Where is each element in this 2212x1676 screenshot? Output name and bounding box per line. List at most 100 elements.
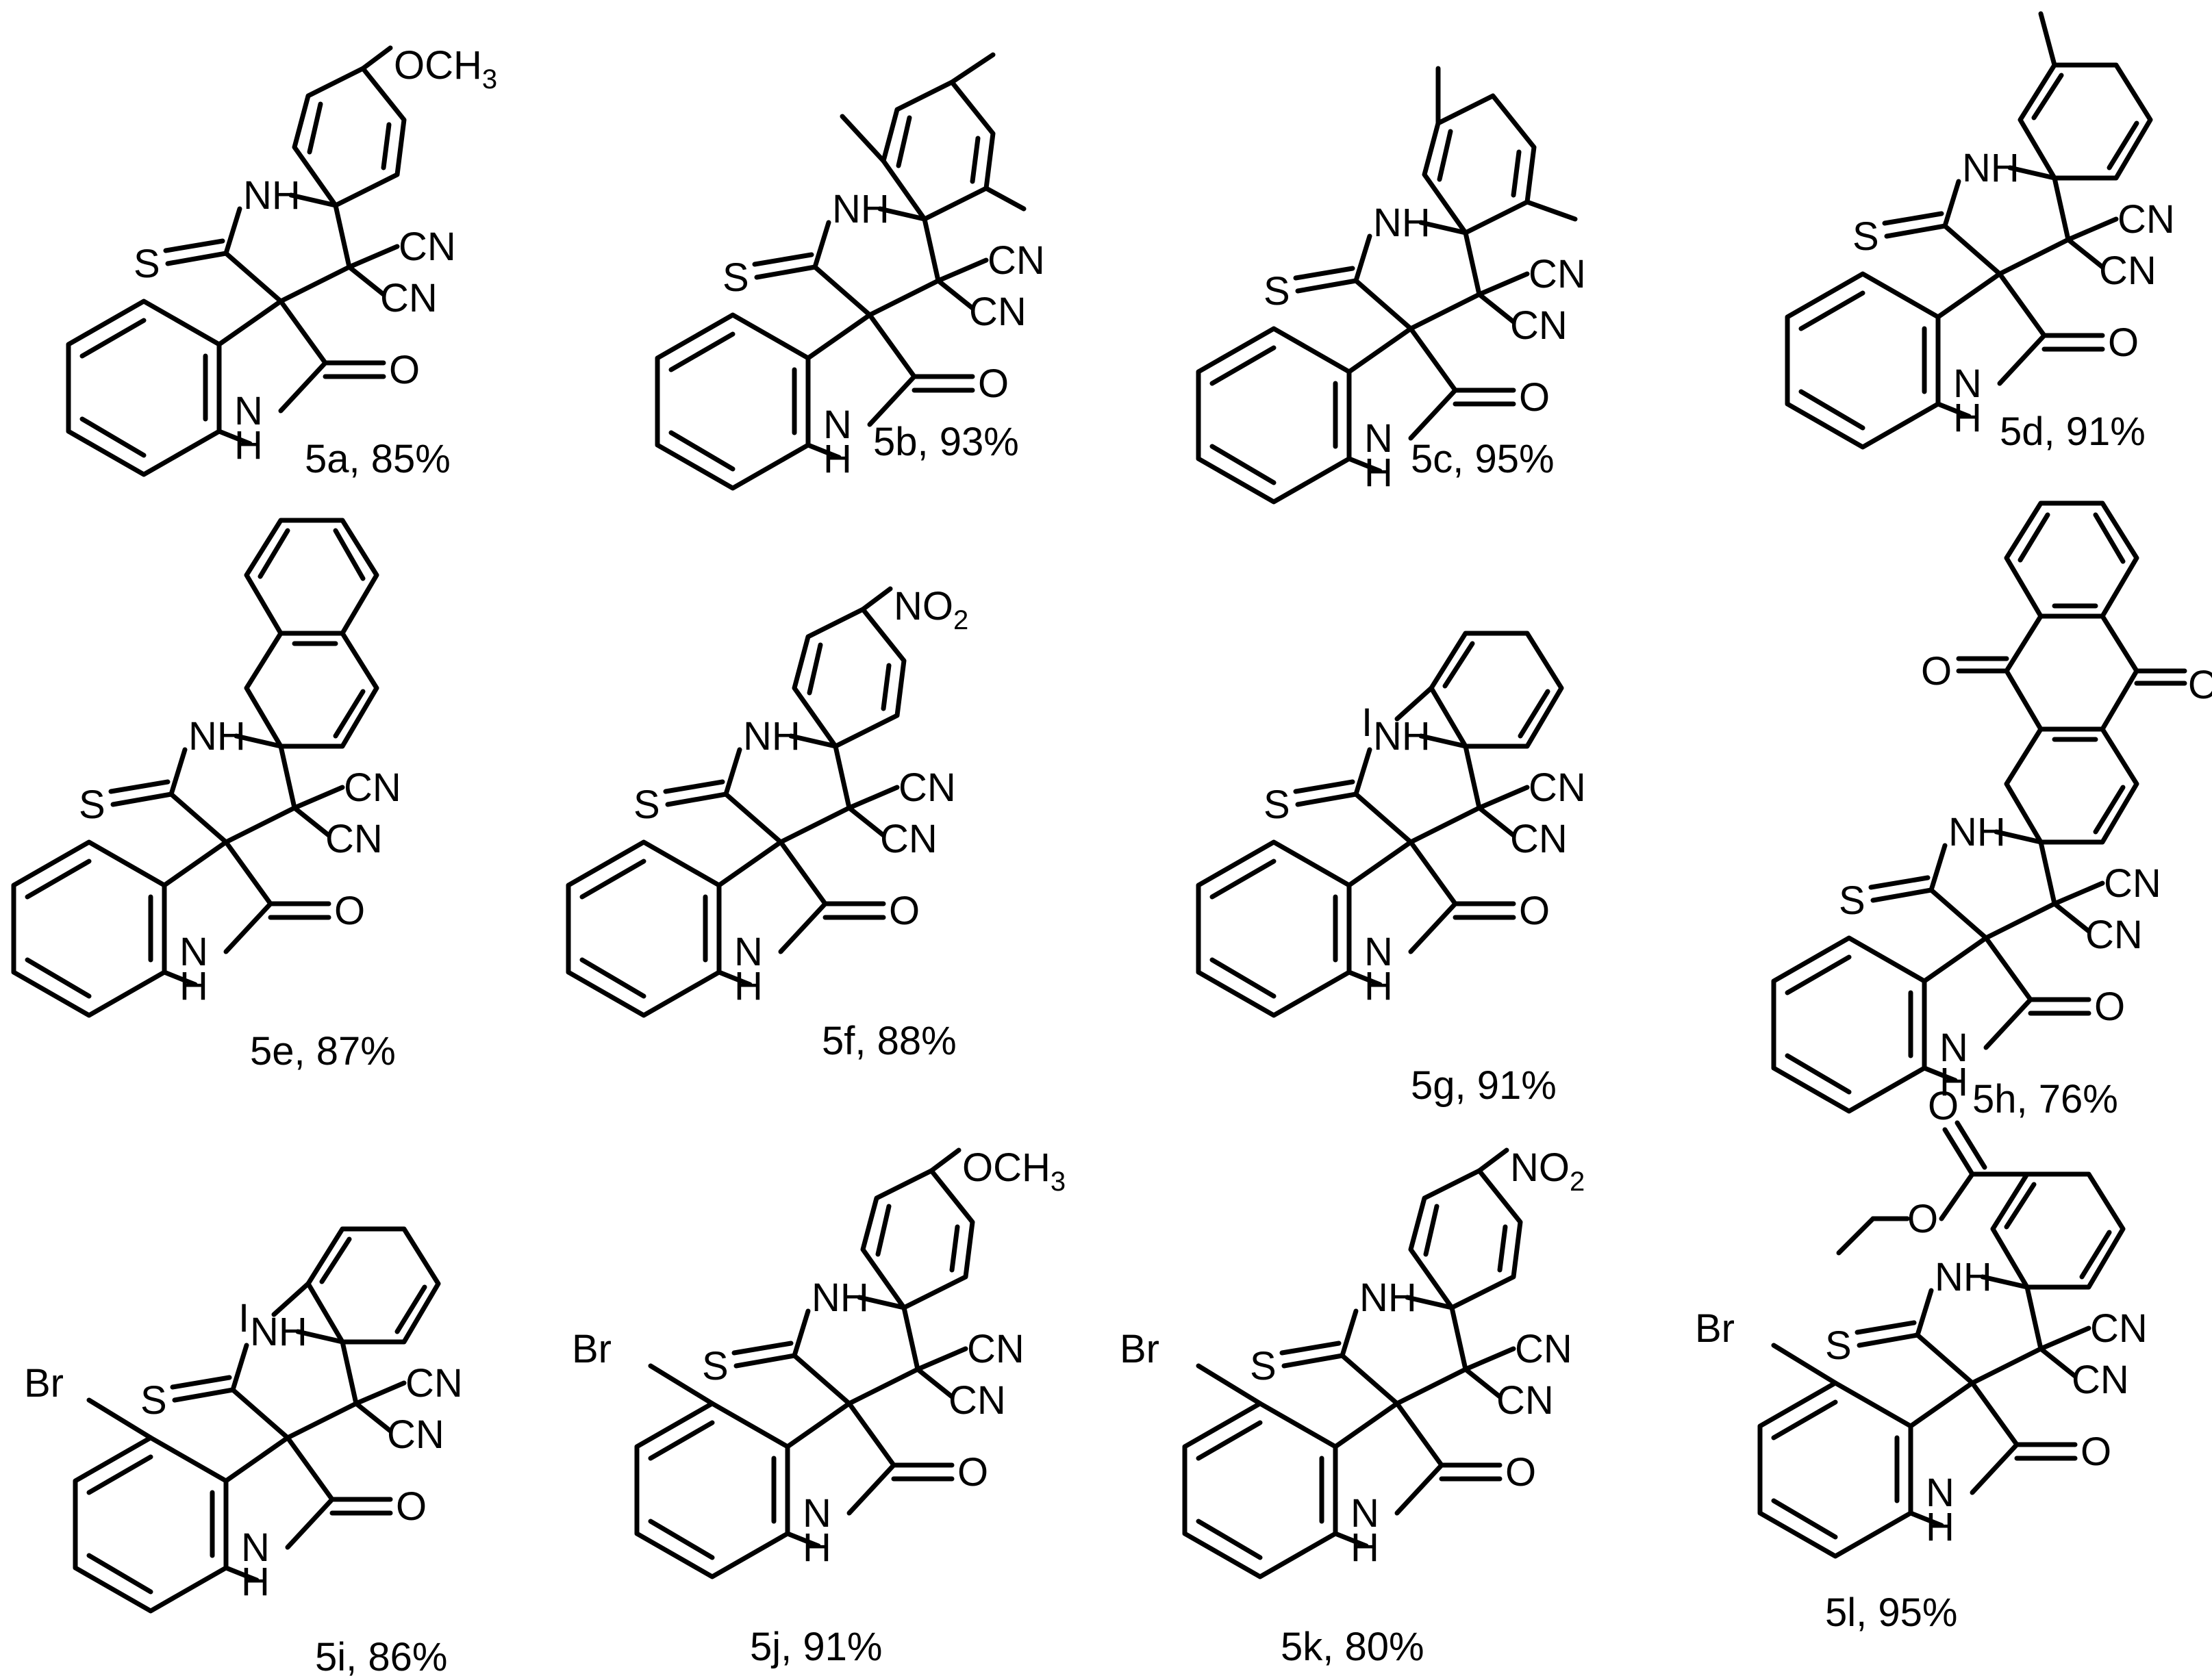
atom-n: N [1364,416,1393,461]
atom-h: H [734,964,763,1008]
atom-o: O [2108,320,2139,365]
atom-o-carbonyl: O [1928,1084,1959,1128]
atom-cn-2: CN [2085,913,2143,957]
compound-5f: NO2 NH S CN CN O N H [568,584,968,1015]
atom-cn-2: CN [380,276,438,320]
atom-s: S [1250,1344,1277,1388]
atom-nh: NH [1948,810,2006,854]
atom-cn-1: CN [1515,1327,1572,1371]
atom-h: H [234,423,263,468]
methoxy-label: OCH3 [962,1145,1066,1197]
atom-cn-1: CN [344,765,401,810]
atom-n: N [241,1525,270,1570]
compound-5d: NH S CN CN O N H [1787,11,2175,447]
atom-n: N [803,1491,831,1536]
atom-nh: NH [1962,146,2020,190]
compound-5k: NO2 Br NH S CN CN O N H [1120,1145,1585,1577]
atom-o-quinone-1: O [1921,649,1952,694]
atom-h: H [823,437,852,481]
atom-br: Br [1695,1306,1735,1351]
atom-o: O [1505,1450,1536,1495]
atom-h: H [1939,1060,1968,1104]
atom-nh: NH [1373,201,1431,245]
caption-5i: 5i, 86% [315,1635,447,1676]
atom-nh: NH [1359,1275,1417,1320]
atom-cn-1: CN [967,1327,1025,1371]
caption-5l: 5l, 95% [1825,1590,1957,1635]
atom-o: O [1519,889,1550,933]
nitro-label: NO2 [894,584,968,635]
atom-nh: NH [1373,714,1431,759]
atom-cn-2: CN [1510,303,1568,348]
compound-5h: O O NH S CN CN O N H [1774,500,2212,1111]
compound-5c: NH S CN CN O N H [1198,66,1586,502]
atom-o: O [957,1450,988,1495]
compound-5i: I Br NH S CN CN O N H [24,1229,463,1611]
atom-o: O [889,889,920,933]
atom-h: H [1350,1525,1379,1570]
atom-o: O [1519,375,1550,420]
compound-5g: I NH S CN CN O N H [1198,633,1586,1015]
atom-br: Br [1120,1327,1159,1371]
atom-h: H [179,964,208,1008]
atom-o: O [396,1484,427,1529]
atom-s: S [1825,1323,1852,1368]
atom-s: S [1264,783,1290,827]
atom-nh: NH [250,1310,307,1354]
atom-cn-2: CN [880,817,938,861]
atom-cn-1: CN [405,1361,463,1406]
atom-cn-2: CN [325,817,383,861]
atom-s: S [134,242,160,286]
compound-5b: NH S CN CN O N H [657,52,1045,488]
atom-nh: NH [1935,1255,1992,1299]
compound-5l: O O Br NH S CN CN O N H [1695,1084,2148,1556]
caption-5c: 5c, 95% [1411,437,1555,481]
atom-i: I [1361,700,1372,745]
atom-cn-2: CN [969,290,1027,334]
caption-5d: 5d, 91% [2000,409,2146,454]
atom-cn-1: CN [988,238,1045,283]
caption-5j: 5j, 91% [750,1625,882,1669]
atom-n: N [179,930,208,974]
atom-n: N [1926,1471,1955,1515]
atom-br: Br [24,1361,64,1406]
atom-n: N [1953,361,1982,406]
methoxy-label: OCH3 [394,43,497,94]
atom-s: S [722,255,749,300]
atom-cn-1: CN [898,765,956,810]
atom-h: H [803,1525,831,1570]
atom-s: S [1264,269,1290,314]
caption-5f: 5f, 88% [822,1019,957,1063]
atom-nh: NH [243,173,301,218]
atom-nh: NH [832,187,890,231]
caption-5e: 5e, 87% [250,1029,396,1074]
atom-s: S [140,1378,167,1423]
atom-br: Br [572,1327,612,1371]
atom-h: H [1364,964,1393,1008]
atom-o: O [2094,985,2125,1029]
atom-cn-1: CN [2104,861,2161,906]
atom-cn-2: CN [1510,817,1568,861]
atom-h: H [1953,396,1982,440]
atom-cn-2: CN [948,1378,1006,1423]
atom-nh: NH [812,1275,869,1320]
atom-cn-2: CN [2099,249,2157,293]
atom-s: S [633,783,660,827]
caption-5k: 5k, 80% [1281,1625,1424,1669]
atom-cn-2: CN [387,1412,444,1457]
atom-o: O [978,361,1009,406]
atom-cn-1: CN [2090,1306,2148,1351]
atom-n: N [823,403,852,447]
atom-cn-1: CN [1529,252,1586,296]
nitro-label: NO2 [1510,1145,1585,1197]
compound-5e: NH S CN CN O N H [14,518,401,1015]
atom-n: N [1350,1491,1379,1536]
atom-h: H [241,1560,270,1604]
atom-o-quinone-2: O [2188,663,2212,707]
compound-5a: OCH3 NH S CN CN O N H [68,43,497,474]
atom-cn-2: CN [1496,1378,1554,1423]
caption-5a: 5a, 85% [305,437,451,481]
caption-5b: 5b, 93% [873,420,1019,464]
atom-n: N [734,930,763,974]
